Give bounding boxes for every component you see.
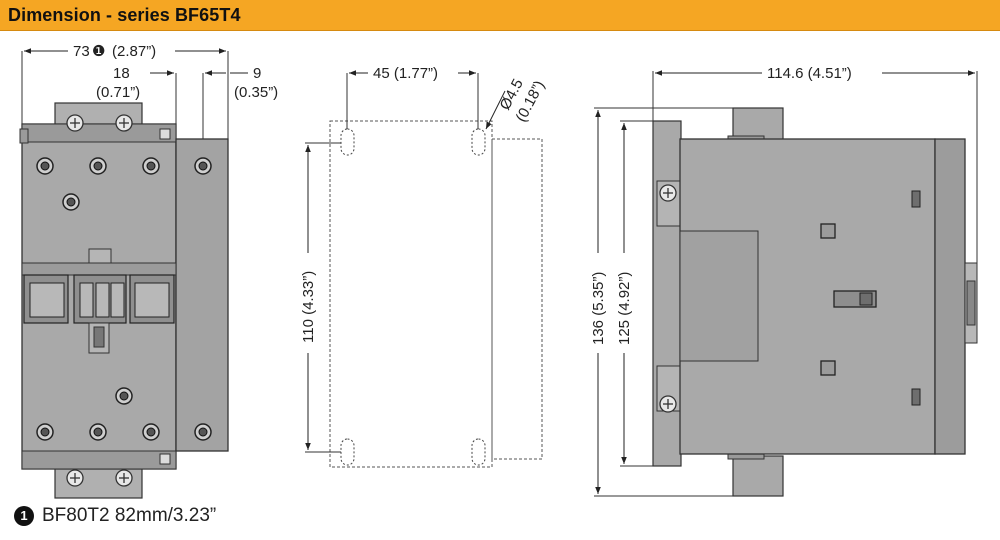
vertical-spacing-label: 110 (4.33”)	[300, 271, 317, 343]
front-view: 73 ❶ (2.87”) 18 (0.71”) 9 (0.35”)	[19, 43, 278, 499]
side-width-inch: (0.35”)	[234, 84, 278, 101]
mounting-view: 45 (1.77”) Ø4.5 (0.18”) 110 (4.33”)	[300, 65, 548, 468]
footnote-text: BF80T2 82mm/3.23”	[42, 505, 217, 526]
section-header: Dimension - series BF65T4	[0, 0, 1000, 31]
aux-width-inch: (0.71”)	[96, 84, 140, 101]
overall-height-label: 136 (5.35”)	[590, 272, 607, 345]
dimension-drawing: 73 ❶ (2.87”) 18 (0.71”) 9 (0.35”) 45 (1.…	[19, 43, 978, 499]
footnote-badge-icon: 1	[14, 506, 34, 526]
mounting-slot	[340, 438, 355, 466]
auxiliary-module	[175, 138, 229, 452]
side-view: 114.6 (4.51”) 136 (5.35”) 125 (4.92”)	[590, 65, 978, 497]
depth-label: 114.6 (4.51”)	[767, 65, 852, 82]
side-width-value: 9	[253, 65, 261, 82]
footnote-marker: ❶	[92, 43, 105, 60]
mounting-outline	[329, 120, 493, 468]
hole-spacing-label: 45 (1.77”)	[373, 65, 438, 82]
contact-block	[23, 274, 175, 324]
terminal-icon	[36, 157, 54, 175]
overall-width-inch: (2.87”)	[112, 43, 156, 60]
mounting-slot	[471, 128, 486, 156]
aux-width-value: 18	[113, 65, 130, 82]
mounting-slot	[471, 438, 486, 466]
footnote: 1 BF80T2 82mm/3.23”	[14, 505, 216, 527]
section-title: Dimension - series BF65T4	[8, 5, 241, 25]
body-height-label: 125 (4.92”)	[616, 272, 633, 345]
overall-width-value: 73	[73, 43, 90, 60]
mounting-slot	[340, 128, 355, 156]
